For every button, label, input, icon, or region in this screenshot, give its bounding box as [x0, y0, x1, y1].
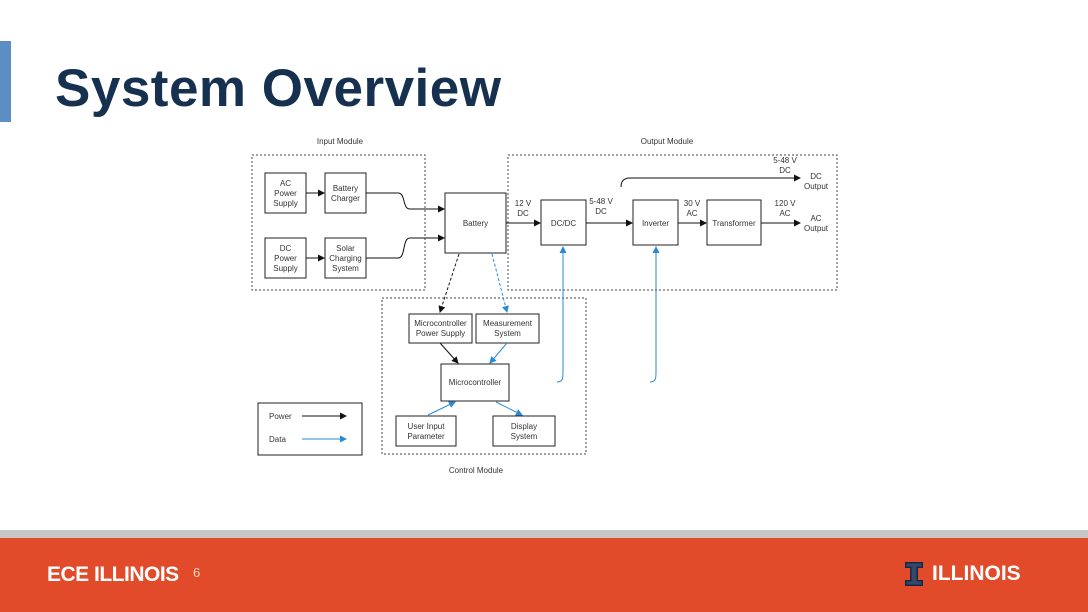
battery-block: Battery [444, 192, 507, 254]
slide-title: System Overview [55, 59, 502, 118]
inverter-block: Inverter [632, 199, 679, 246]
page-number: 6 [193, 565, 201, 580]
svg-text:Charger: Charger [331, 194, 360, 203]
label-12v-dc: 12 V [515, 199, 532, 208]
dcdc-block: DC/DC [540, 199, 587, 246]
footer-bar [0, 538, 1088, 612]
label-dc-output-word: Output [804, 182, 829, 191]
label-ac-output: AC [810, 214, 821, 223]
svg-text:Measurement: Measurement [483, 319, 533, 328]
system-block-diagram: Input Module Output Module Control Modul… [251, 137, 838, 475]
svg-text:Power: Power [274, 254, 297, 263]
svg-text:DC/DC: DC/DC [551, 219, 577, 228]
microcontroller-block: Microcontroller [440, 363, 510, 402]
dc-power-supply-block: DC Power Supply [264, 237, 307, 279]
svg-text:System: System [511, 432, 538, 441]
svg-text:Battery: Battery [463, 219, 488, 228]
illinois-logo: ILLINOIS [905, 562, 1021, 586]
label-30v-ac-unit: AC [686, 209, 697, 218]
label-5-48v-dc-top-unit: DC [779, 166, 791, 175]
svg-text:Battery: Battery [333, 184, 358, 193]
ece-illinois-logo: ECE ILLINOIS [47, 563, 179, 586]
measurement-system-block: Measurement System [475, 313, 540, 344]
svg-text:DC: DC [280, 244, 292, 253]
svg-text:Supply: Supply [273, 199, 297, 208]
label-30v-ac: 30 V [684, 199, 701, 208]
svg-text:Inverter: Inverter [642, 219, 669, 228]
display-system-block: Display System [492, 415, 556, 447]
power-arrow-charger-to-battery [366, 192, 445, 213]
svg-text:Power Supply: Power Supply [416, 329, 465, 338]
solar-charging-system-block: Solar Charging System [324, 237, 367, 279]
data-arrow-mcu-to-display [495, 401, 523, 416]
legend-power-label: Power [269, 412, 292, 421]
control-module-frame [381, 297, 587, 455]
power-arrow-mcu-supply-to-mcu [439, 342, 459, 364]
data-arrow-mcu-to-inverter [649, 246, 660, 383]
label-ac-output-word: Output [804, 224, 829, 233]
block-i-icon [905, 562, 923, 586]
footer-divider [0, 530, 1088, 538]
label-5-48v-dc-top: 5-48 V [773, 156, 797, 165]
svg-text:Supply: Supply [273, 264, 297, 273]
microcontroller-power-supply-block: Microcontroller Power Supply [408, 313, 473, 344]
svg-text:Power: Power [274, 189, 297, 198]
svg-text:System: System [332, 264, 359, 273]
label-dc-output: DC [810, 172, 822, 181]
illinois-wordmark: ILLINOIS [932, 562, 1021, 585]
data-arrow-measurement-to-mcu [489, 342, 508, 364]
user-input-parameter-block: User Input Parameter [395, 415, 457, 447]
power-arrow-dcdc-to-dc-output [620, 174, 801, 188]
data-arrow-user-input-to-mcu [427, 401, 456, 416]
power-arrow-solar-to-battery [366, 234, 445, 259]
battery-charger-block: Battery Charger [324, 172, 367, 214]
input-module-title: Input Module [317, 137, 364, 146]
svg-text:Charging: Charging [329, 254, 361, 263]
label-5-48v-dc-mid: 5-48 V [589, 197, 613, 206]
title-accent-bar [0, 41, 11, 122]
svg-text:System: System [494, 329, 521, 338]
svg-text:Transformer: Transformer [712, 219, 756, 228]
svg-text:User Input: User Input [408, 422, 446, 431]
svg-text:Microcontroller: Microcontroller [449, 378, 502, 387]
label-5-48v-dc-mid-unit: DC [595, 207, 607, 216]
label-120v-ac-unit: AC [779, 209, 790, 218]
transformer-block: Transformer [706, 199, 762, 246]
label-120v-ac: 120 V [775, 199, 797, 208]
output-module-title: Output Module [641, 137, 694, 146]
data-arrow-mcu-to-dcdc [556, 246, 567, 383]
svg-text:Solar: Solar [336, 244, 355, 253]
ac-power-supply-block: AC Power Supply [264, 172, 307, 214]
svg-text:AC: AC [280, 179, 291, 188]
svg-text:Microcontroller: Microcontroller [414, 319, 467, 328]
svg-text:Display: Display [511, 422, 537, 431]
legend: Power Data [257, 402, 363, 456]
control-module-title: Control Module [449, 466, 504, 475]
svg-text:Parameter: Parameter [407, 432, 445, 441]
legend-data-label: Data [269, 435, 286, 444]
input-module-frame [251, 154, 426, 291]
data-arrow-battery-to-measurement [491, 253, 509, 313]
label-12v-dc-unit: DC [517, 209, 529, 218]
power-arrow-battery-to-mcu-supply [438, 253, 460, 313]
